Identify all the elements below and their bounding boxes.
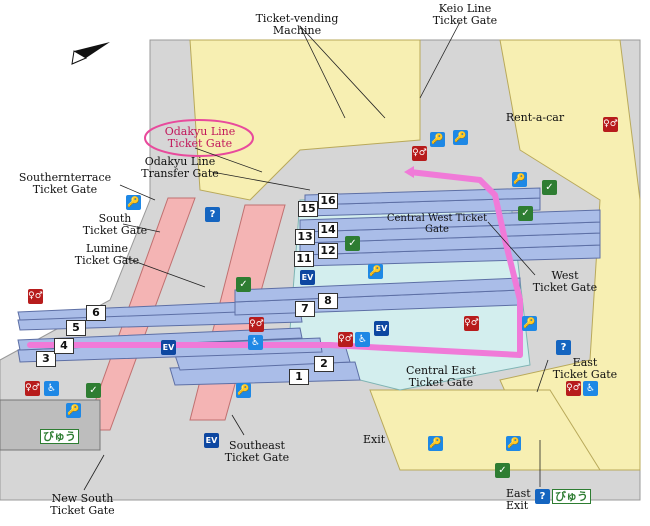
- toilet-icon: ♀♂: [566, 381, 581, 396]
- label-west-gate: West Ticket Gate: [532, 269, 598, 294]
- label-rent-a-car: Rent-a-car: [505, 111, 565, 124]
- locker-icon: 🔑: [430, 132, 445, 147]
- label-lumine-gate: Lumine Ticket Gate: [74, 242, 140, 267]
- platform-number-6: 6: [86, 305, 106, 321]
- platform-number-8: 8: [318, 293, 338, 309]
- viewplaza-logo: びゅう: [552, 489, 591, 504]
- platform-number-13: 13: [295, 229, 315, 245]
- label-ticket-vending-machine: Ticket-vending Machine: [255, 12, 339, 37]
- locker-icon: 🔑: [506, 436, 521, 451]
- west-concourse: [189, 39, 421, 201]
- platform-number-2: 2: [314, 356, 334, 372]
- label-odakyu-transfer-gate: Odakyu Line Transfer Gate: [141, 155, 219, 180]
- odakyu-gate-highlight: [144, 119, 254, 157]
- label-south-gate: South Ticket Gate: [82, 212, 148, 237]
- locker-icon: 🔑: [368, 264, 383, 279]
- info-icon: ?: [205, 207, 220, 222]
- label-exit: Exit: [363, 433, 386, 446]
- label-odakyu-line-gate: Odakyu Line Ticket Gate: [164, 125, 236, 150]
- accessible-icon: ♿: [355, 332, 370, 347]
- toilet-icon: ♀♂: [249, 317, 264, 332]
- platform-number-4: 4: [54, 338, 74, 354]
- toilet-icon: ♀♂: [603, 117, 618, 132]
- elevator-icon: EV: [161, 340, 176, 355]
- accessible-icon: ♿: [248, 335, 263, 350]
- platform-number-7: 7: [295, 301, 315, 317]
- locker-icon: 🔑: [453, 130, 468, 145]
- platform-number-12: 12: [318, 243, 338, 259]
- green-window-icon: ✓: [345, 236, 360, 251]
- locker-icon: 🔑: [236, 383, 251, 398]
- toilet-icon: ♀♂: [412, 146, 427, 161]
- accessible-icon: ♿: [44, 381, 59, 396]
- locker-icon: 🔑: [126, 195, 141, 210]
- info-icon: ?: [556, 340, 571, 355]
- route-arrow: [404, 166, 414, 178]
- label-southern-terrace-gate: Southernterrace Ticket Gate: [18, 171, 112, 196]
- green-window-icon: ✓: [542, 180, 557, 195]
- label-new-south-gate: New South Ticket Gate: [50, 492, 115, 517]
- label-east-gate: East Ticket Gate: [552, 356, 618, 381]
- green-window-icon: ✓: [518, 206, 533, 221]
- locker-icon: 🔑: [428, 436, 443, 451]
- elevator-icon: EV: [204, 433, 219, 448]
- leader-lines: [83, 21, 549, 491]
- locker-icon: 🔑: [522, 316, 537, 331]
- platform-number-14: 14: [318, 222, 338, 238]
- toilet-icon: ♀♂: [338, 332, 353, 347]
- locker-icon: 🔑: [512, 172, 527, 187]
- platform-number-5: 5: [66, 320, 86, 336]
- label-central-west-gate: Central West Ticket Gate: [386, 213, 488, 235]
- viewplaza-logo: びゅう: [40, 429, 79, 444]
- toilet-icon: ♀♂: [464, 316, 479, 331]
- accessible-icon: ♿: [583, 381, 598, 396]
- green-window-icon: ✓: [236, 277, 251, 292]
- label-east-exit: East Exit: [506, 487, 531, 512]
- platform-number-16: 16: [318, 193, 338, 209]
- elevator-icon: EV: [374, 321, 389, 336]
- platform-number-15: 15: [298, 201, 318, 217]
- platform-number-1: 1: [289, 369, 309, 385]
- label-southeast-gate: Southeast Ticket Gate: [224, 439, 290, 464]
- toilet-icon: ♀♂: [28, 289, 43, 304]
- platform-number-3: 3: [36, 351, 56, 367]
- toilet-icon: ♀♂: [25, 381, 40, 396]
- locker-icon: 🔑: [66, 403, 81, 418]
- elevator-icon: EV: [300, 270, 315, 285]
- south-east-concourse: [369, 389, 601, 471]
- compass-icon: [71, 42, 110, 65]
- green-window-icon: ✓: [495, 463, 510, 478]
- platform-number-11: 11: [294, 251, 314, 267]
- label-keio-line-gate: Keio Line Ticket Gate: [432, 2, 498, 27]
- info-icon: ?: [535, 489, 550, 504]
- green-window-icon: ✓: [86, 383, 101, 398]
- label-central-east-gate: Central East Ticket Gate: [406, 364, 476, 389]
